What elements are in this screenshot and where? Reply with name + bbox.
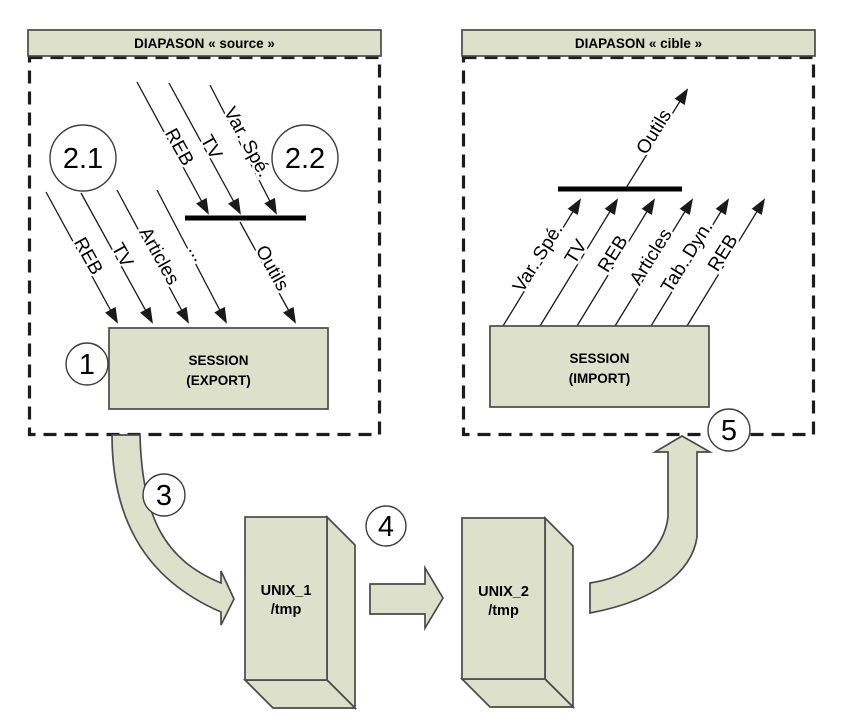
source-label-var-spe: Var. Spé.	[219, 104, 275, 181]
source-session-arrow-reb	[45, 191, 118, 324]
badge-1-circle	[65, 342, 109, 386]
source-label-tv-lower: TV	[107, 240, 137, 272]
source-label-ellipsis: ...	[184, 241, 210, 265]
source-bar-arrow-var-spe	[209, 84, 277, 215]
target-arrow-var-spe	[502, 198, 582, 327]
source-panel-header	[27, 29, 382, 57]
target-arrow-reb1	[576, 198, 656, 327]
source-session-arrow-tv	[80, 192, 153, 324]
source-session-arrow-etc	[156, 189, 227, 324]
session-export-line1: SESSION	[188, 353, 248, 368]
badge-2-1-label: 2.1	[63, 143, 103, 175]
unix1-box-side	[326, 514, 356, 711]
source-label-tv-upper: TV	[196, 132, 226, 164]
target-panel-dashed-border	[461, 55, 816, 437]
target-panel: DIAPASON « cible » Var. Spé. TV REB Arti…	[461, 29, 816, 437]
unix1-path: /tmp	[271, 602, 302, 618]
target-label-tv: TV	[561, 236, 592, 268]
session-import-line1: SESSION	[569, 351, 629, 366]
unix2-path: /tmp	[488, 603, 519, 619]
target-arrow-tv	[539, 198, 619, 327]
badge-4-circle	[365, 505, 407, 547]
badge-1-label: 1	[79, 349, 95, 381]
transfer-block-arrow	[369, 564, 444, 632]
target-arrow-articles	[614, 198, 694, 327]
source-panel-dashed-border	[27, 55, 382, 437]
source-label-reb-lower: REB	[69, 234, 106, 278]
source-label-articles: Articles	[135, 224, 184, 289]
badge-5-label: 5	[721, 415, 737, 447]
unix2-name: UNIX_2	[478, 584, 529, 600]
unix1-box-front	[244, 516, 328, 681]
target-label-var-spe: Var. Spé.	[509, 220, 567, 296]
badge-2-2-label: 2.2	[285, 143, 325, 175]
unix2-box-front	[461, 517, 546, 680]
badge-5-circle	[707, 408, 751, 452]
target-arrow-tab-dyn	[650, 198, 730, 327]
badge-3-label: 3	[156, 480, 172, 512]
source-label-reb-upper: REB	[160, 125, 197, 169]
import-curved-arrow	[589, 435, 714, 615]
source-panel-title: DIAPASON « source »	[134, 36, 275, 51]
source-session-arrow-outils	[239, 221, 296, 324]
session-import-box	[489, 325, 710, 408]
badge-3-circle	[142, 473, 186, 517]
unix2-box-side	[544, 515, 574, 710]
source-panel: DIAPASON « source » REB TV Var. Spé. REB…	[27, 29, 382, 437]
session-export-box	[108, 327, 329, 410]
source-label-outils: Outils	[251, 242, 293, 295]
session-import-line2: (IMPORT)	[569, 371, 631, 386]
target-outils-arrow	[625, 88, 689, 189]
badge-4-label: 4	[378, 511, 394, 543]
target-panel-header	[461, 29, 816, 57]
target-panel-title: DIAPASON « cible »	[575, 36, 702, 51]
target-label-outils: Outils	[633, 106, 677, 158]
badge-2-2-circle	[271, 124, 339, 192]
source-session-arrow-articles	[116, 189, 189, 324]
session-export-line2: (EXPORT)	[186, 373, 251, 388]
target-arrow-reb2	[686, 198, 766, 327]
unix1-name: UNIX_1	[261, 583, 312, 599]
source-bar-arrow-reb	[136, 81, 209, 215]
transfer-flow: UNIX_1 /tmp UNIX_2 /tmp 3 4 5	[111, 408, 751, 711]
target-label-reb1: REB	[594, 232, 633, 276]
export-curved-arrow	[111, 434, 235, 626]
source-bar-arrow-tv	[168, 82, 241, 215]
badge-2-1-circle	[49, 124, 117, 192]
